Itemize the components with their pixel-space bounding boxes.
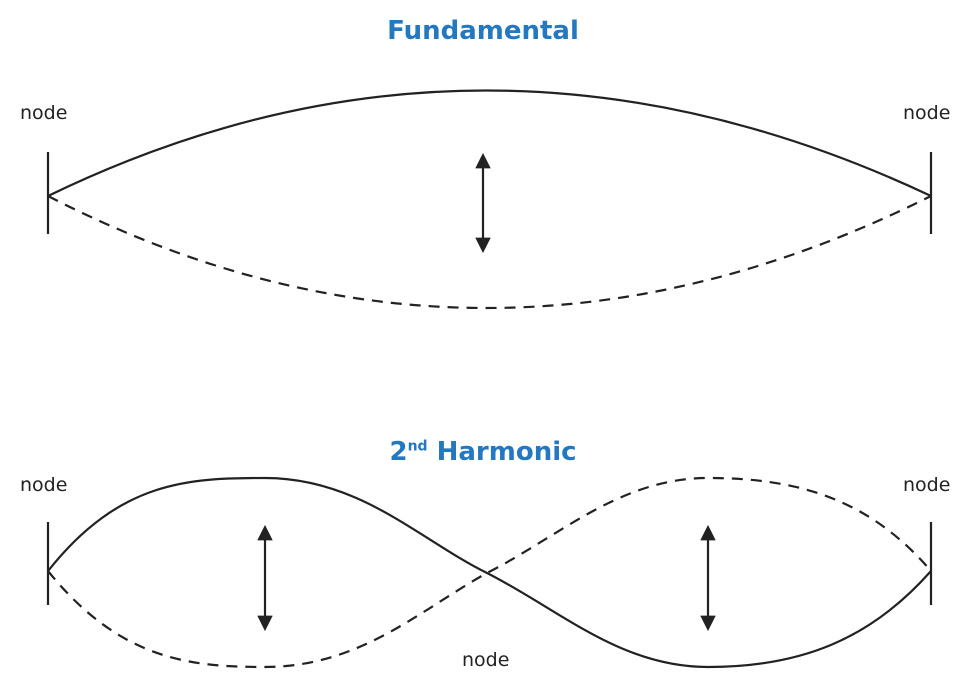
node-label-left-harmonic: node (20, 474, 68, 496)
fundamental-title: Fundamental (387, 16, 579, 46)
title-text: Harmonic (427, 437, 577, 467)
node-label-middle-harmonic: node (462, 649, 510, 671)
harmonic-solid-wave (47, 476, 932, 669)
fundamental-solid-wave (47, 89, 932, 197)
node-label-left-fundamental: node (20, 102, 68, 124)
title-superscript: nd (407, 438, 428, 455)
title-number: 2 (389, 437, 408, 467)
second-harmonic-title: 2nd Harmonic (283, 437, 683, 467)
node-label-right-fundamental: node (903, 102, 951, 124)
fundamental-dashed-wave (47, 195, 932, 309)
node-label-right-harmonic: node (903, 474, 951, 496)
harmonic-dashed-wave (47, 476, 932, 669)
